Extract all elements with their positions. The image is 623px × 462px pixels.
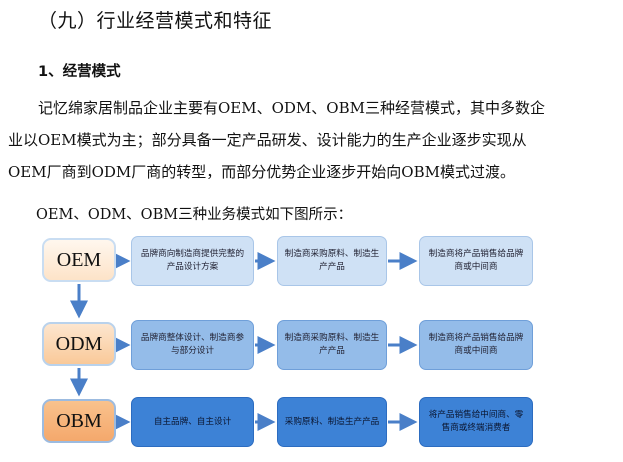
oem-step-sales: 制造商将产品销售给品牌商或中间商 (419, 236, 533, 286)
oem-step-production: 制造商采购原料、制造生产产品 (277, 236, 387, 286)
odm-step-production: 制造商采购原料、制造生产产品 (277, 320, 387, 370)
oem-step-design: 品牌商向制造商提供完整的产品设计方案 (131, 236, 254, 286)
mode-box-odm: ODM (42, 322, 116, 366)
subsection-title: 1、经营模式 (38, 64, 121, 80)
obm-step-sales: 将产品销售给中间商、零售商或终端消费者 (419, 397, 533, 447)
section-title: （九）行业经营模式和特征 (38, 10, 273, 32)
paragraph-line-2: 业以OEM模式为主；部分具备一定产品研发、设计能力的生产企业逐步实现从 (8, 131, 527, 149)
figure-caption: OEM、ODM、OBM三种业务模式如下图所示： (36, 207, 353, 223)
paragraph-line-3: OEM厂商到ODM厂商的转型，而部分优势企业逐步开始向OBM模式过渡。 (8, 163, 515, 181)
mode-box-oem: OEM (42, 238, 116, 282)
obm-step-production: 采购原料、制造生产产品 (277, 397, 387, 447)
mode-box-obm: OBM (42, 399, 116, 443)
odm-step-design: 品牌商整体设计、制造商参与部分设计 (131, 320, 254, 370)
obm-step-design: 自主品牌、自主设计 (131, 397, 254, 447)
paragraph-line-1: 记忆绵家居制品企业主要有OEM、ODM、OBM三种经营模式，其中多数企 (38, 99, 545, 117)
odm-step-sales: 制造商将产品销售给品牌商或中间商 (419, 320, 533, 370)
